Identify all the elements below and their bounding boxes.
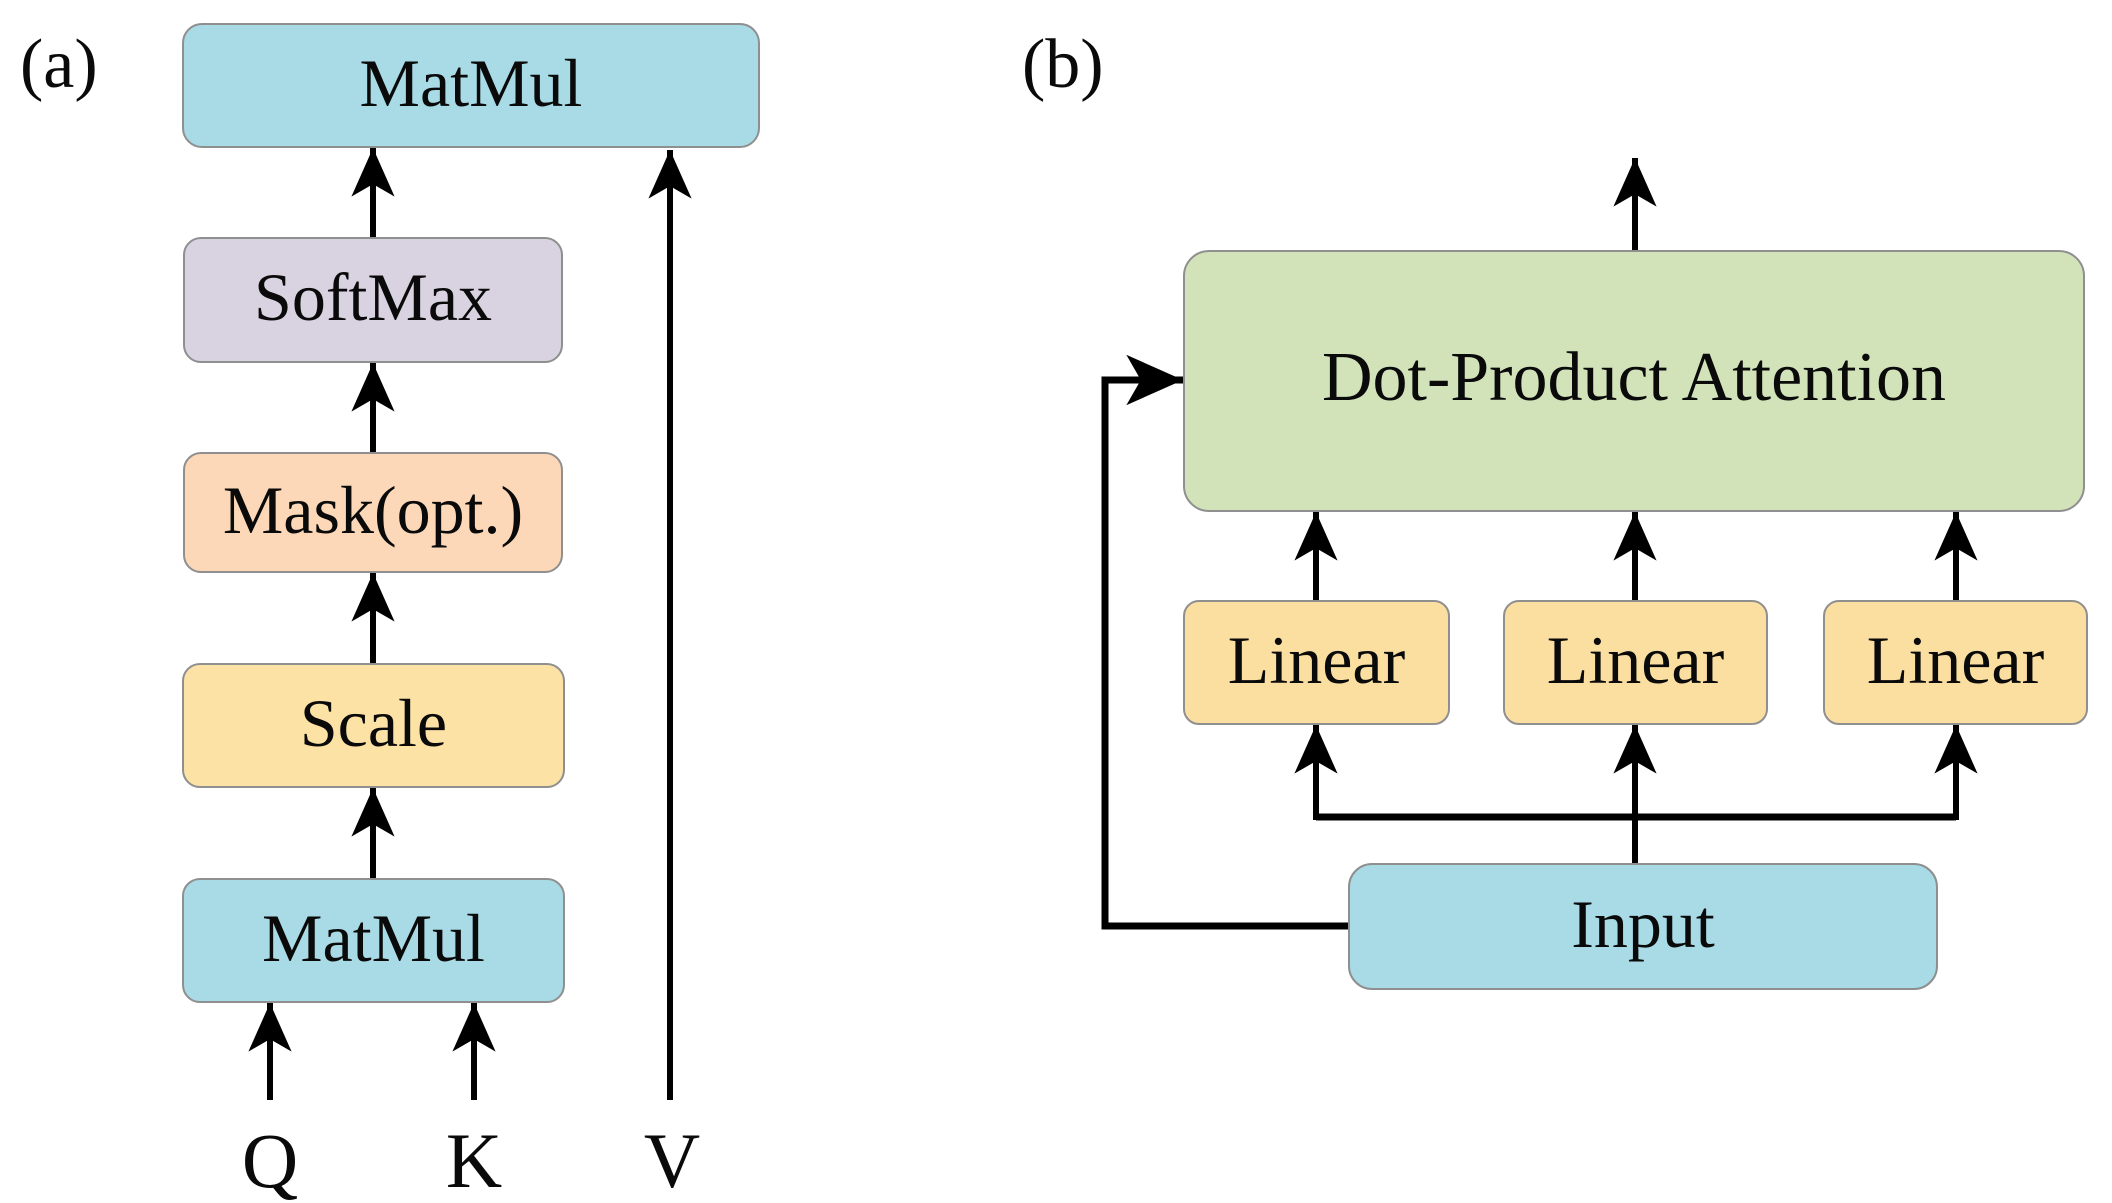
input-v-label: V (643, 1117, 701, 1203)
panel-a-label: (a) (20, 26, 98, 103)
box-input: Input (1348, 863, 1938, 990)
box-linear-3-label: Linear (1866, 621, 2045, 698)
box-linear-2: Linear (1503, 600, 1768, 725)
box-dot-product-attention-label: Dot-Product Attention (1321, 339, 1947, 416)
feedback-line (1101, 354, 1348, 930)
box-matmul-top-label: MatMul (359, 44, 583, 121)
box-matmul-bottom-label: MatMul (262, 899, 485, 976)
box-softmax-label: SoftMax (254, 259, 492, 335)
box-linear-3: Linear (1823, 600, 2088, 725)
box-linear-2-label: Linear (1546, 621, 1725, 698)
box-mask: Mask(opt.) (183, 452, 563, 573)
box-linear-1-label: Linear (1227, 621, 1406, 698)
panel-b-label: (b) (1022, 26, 1104, 103)
box-input-label: Input (1571, 885, 1715, 962)
box-scale: Scale (182, 663, 565, 788)
box-linear-1: Linear (1183, 600, 1450, 725)
box-softmax: SoftMax (183, 237, 563, 363)
input-q-label: Q (241, 1117, 299, 1203)
input-k-label: K (445, 1117, 503, 1203)
box-dot-product-attention: Dot-Product Attention (1183, 250, 2085, 512)
box-scale-label: Scale (299, 684, 448, 761)
box-matmul-bottom: MatMul (182, 878, 565, 1003)
box-matmul-top: MatMul (182, 23, 760, 148)
box-mask-label: Mask(opt.) (222, 471, 524, 548)
